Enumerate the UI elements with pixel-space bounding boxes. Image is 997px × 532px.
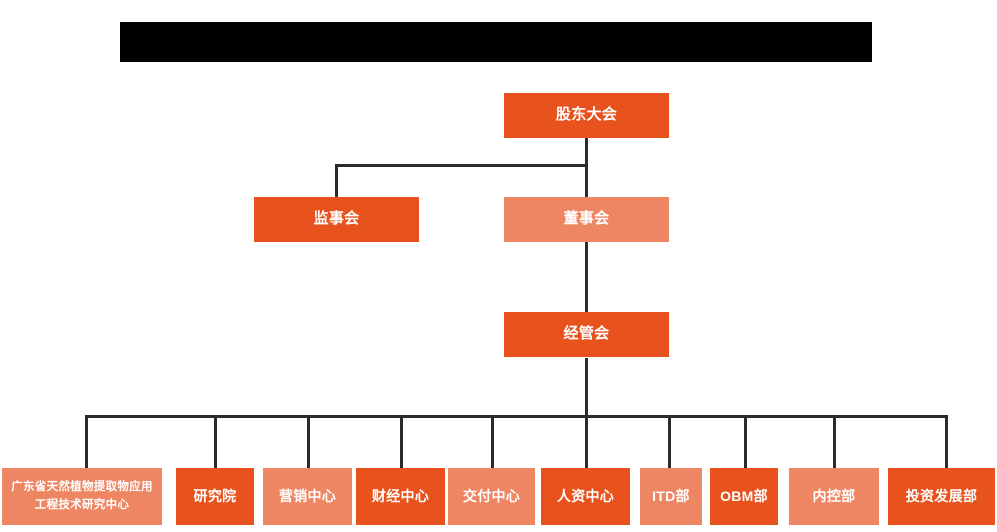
connector-shareholders-down	[585, 138, 588, 206]
node-supervisors[interactable]: 监事会	[254, 197, 419, 242]
node-board[interactable]: 董事会	[504, 197, 669, 242]
connector-drop-finance-center	[400, 415, 403, 468]
redacted-title-banner	[120, 22, 872, 62]
node-institute[interactable]: 研究院	[176, 468, 254, 525]
node-obm-dept[interactable]: OBM部	[710, 468, 778, 525]
connector-board-to-management	[585, 242, 588, 312]
node-delivery-center[interactable]: 交付中心	[448, 468, 535, 525]
connector-drop-internal-control-dept	[833, 415, 836, 468]
node-itd-dept[interactable]: ITD部	[640, 468, 702, 525]
connector-level2-bus	[335, 164, 587, 167]
connector-drop-research-center	[85, 415, 88, 468]
connector-drop-investment-dev-dept	[945, 415, 948, 468]
connector-drop-obm-dept	[744, 415, 747, 468]
connector-management-down	[585, 358, 588, 417]
node-research-center[interactable]: 广东省天然植物提取物应用工程技术研究中心	[2, 468, 162, 525]
node-finance-center[interactable]: 财经中心	[356, 468, 445, 525]
node-investment-dev-dept[interactable]: 投资发展部	[888, 468, 995, 525]
connector-drop-marketing-center	[307, 415, 310, 468]
node-shareholders[interactable]: 股东大会	[504, 93, 669, 138]
node-management[interactable]: 经管会	[504, 312, 669, 357]
node-internal-control-dept[interactable]: 内控部	[789, 468, 879, 525]
connector-drop-delivery-center	[491, 415, 494, 468]
node-marketing-center[interactable]: 营销中心	[263, 468, 352, 525]
connector-level4-bus	[85, 415, 947, 418]
connector-drop-itd-dept	[668, 415, 671, 468]
node-hr-center[interactable]: 人资中心	[541, 468, 630, 525]
connector-drop-institute	[214, 415, 217, 468]
connector-drop-hr-center	[585, 415, 588, 468]
